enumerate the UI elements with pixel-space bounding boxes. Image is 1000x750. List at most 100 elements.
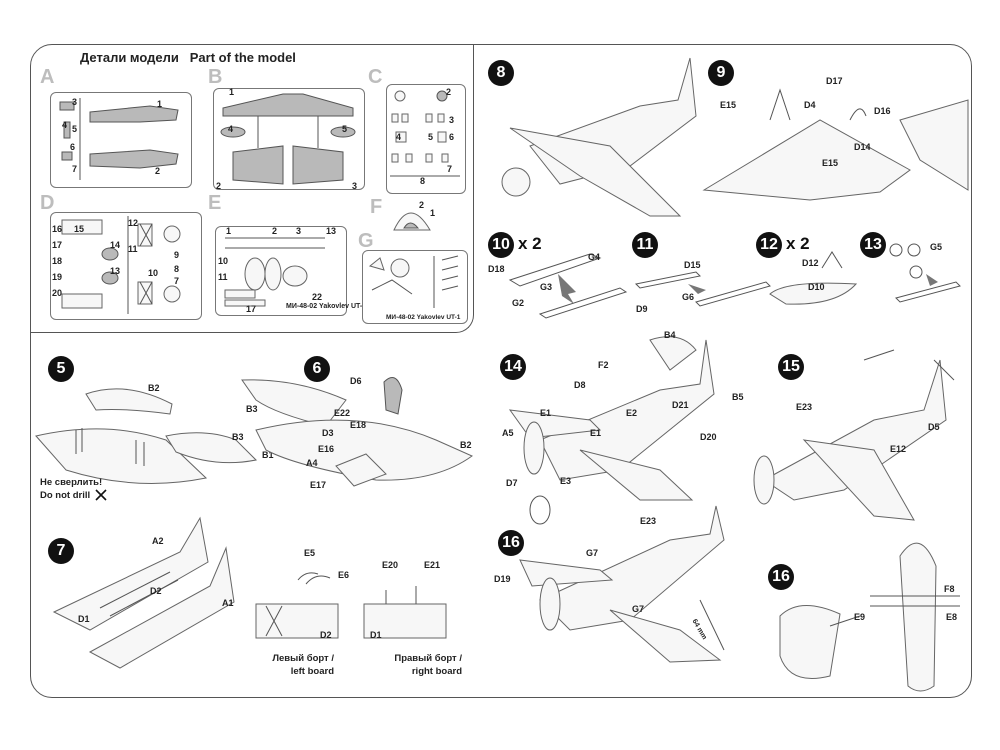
parts-panel xyxy=(30,44,474,333)
sprue-letter-g: G xyxy=(358,230,374,252)
sprue-g-parts xyxy=(368,255,459,308)
step-11-label-d9: D9 xyxy=(636,304,648,314)
step-16a-label-g7: G7 xyxy=(586,548,599,558)
sprue-b-label-4: 4 xyxy=(228,124,234,134)
step-9-label-e15: E15 xyxy=(720,100,737,110)
sprue-letter-b: B xyxy=(208,66,223,88)
step-6-label-d3: D3 xyxy=(322,428,334,438)
step-14-label-d21: D21 xyxy=(672,400,689,410)
step-16b-drawing xyxy=(779,542,960,692)
sprue-b-label-2: 2 xyxy=(216,181,222,191)
step-10-label-g4: G4 xyxy=(588,252,601,262)
step-6-label-b3: B3 xyxy=(246,404,258,414)
sprue-d-label-17: 17 xyxy=(52,240,63,250)
sprue-e-caption: МИ-48-02 Yakovlev UT-1 xyxy=(286,303,367,310)
sprue-d-label-14: 14 xyxy=(110,240,121,250)
step-5-note: Не сверлить! Do not drill xyxy=(40,476,102,502)
sprue-d-label-11: 11 xyxy=(128,244,138,254)
sprue-d-parts xyxy=(61,216,181,314)
sprue-d-label-20: 20 xyxy=(52,288,63,298)
step-16a-label-g7b: G7 xyxy=(632,604,645,614)
step-5-label-b2: B2 xyxy=(148,383,160,393)
step-15-label-e23: E23 xyxy=(796,402,813,412)
step-16b-label-e8: E8 xyxy=(946,612,958,622)
step-10-multiplier: x 2 xyxy=(518,234,542,253)
sprue-e-label-2: 2 xyxy=(272,226,278,236)
step-10-label-d18: D18 xyxy=(488,264,505,274)
sprue-c-label-8: 8 xyxy=(420,176,426,186)
sprue-f-part xyxy=(393,212,431,231)
sprue-c-parts xyxy=(390,90,460,177)
sprue-d-label-15: 15 xyxy=(74,224,85,234)
step-7-number: 7 xyxy=(48,538,74,564)
left-board-ru: Левый борт / xyxy=(272,653,334,664)
sprue-b-parts xyxy=(220,93,356,185)
step-6-label-b2: B2 xyxy=(460,440,472,450)
step-8-number: 8 xyxy=(488,60,514,86)
sprue-g-caption: МИ-48-02 Yakovlev UT-1 xyxy=(386,314,461,321)
step-6-label-e18: E18 xyxy=(350,420,367,430)
sprue-d-label-19: 19 xyxy=(52,272,63,282)
step-16a-number: 16 xyxy=(498,530,524,556)
step-5-note-ru: Не сверлить! xyxy=(40,477,103,488)
step-7-right-board: Правый борт / right board xyxy=(374,652,462,678)
sprue-d-label-13: 13 xyxy=(110,266,121,276)
sprue-d-label-16: 16 xyxy=(52,224,63,234)
step-10-number: 10 xyxy=(488,232,514,258)
step-13-drawing xyxy=(889,243,961,303)
step-14-label-e2: E2 xyxy=(626,408,638,418)
step-11-number: 11 xyxy=(632,232,658,258)
step-5-label-b3: B3 xyxy=(232,432,244,442)
step-7-label-d1-frame: D1 xyxy=(370,630,382,640)
title-ru: Детали модели xyxy=(80,50,179,65)
sprue-e-label-10: 10 xyxy=(218,256,229,266)
step-12-drawing xyxy=(769,251,858,305)
step-11-label-d15: D15 xyxy=(684,260,701,270)
sprue-a-parts xyxy=(59,98,179,180)
sprue-b-label-3: 3 xyxy=(352,181,358,191)
sprue-e-label-22: 22 xyxy=(312,292,323,302)
left-board-en: left board xyxy=(290,666,334,677)
step-7-label-e5: E5 xyxy=(304,548,316,558)
sprue-f-label-1: 1 xyxy=(430,208,436,218)
step-10-drawing xyxy=(508,253,628,319)
step-14-label-e1: E1 xyxy=(540,408,552,418)
sprue-a-label-4: 4 xyxy=(62,120,68,130)
step-7-label-d2: D2 xyxy=(150,586,162,596)
step-5-label-b1: B1 xyxy=(262,450,274,460)
sprue-letter-f: F xyxy=(370,196,383,218)
sprue-a-label-7: 7 xyxy=(72,164,78,174)
step-6-label-e22: E22 xyxy=(334,408,351,418)
step-14-label-d20: D20 xyxy=(700,432,717,442)
step-7-fuselage xyxy=(52,516,235,669)
step-7-label-d2-frame: D2 xyxy=(320,630,332,640)
step-13-label-g5: G5 xyxy=(930,242,943,252)
step-15-label-d5: D5 xyxy=(928,422,940,432)
step-9-label-d17: D17 xyxy=(826,76,843,86)
step-10-label-g3: G3 xyxy=(540,282,553,292)
sprue-letter-e: E xyxy=(208,192,222,214)
step-16b-label-f8: F8 xyxy=(944,584,955,594)
step-16b-label-e9: E9 xyxy=(854,612,866,622)
step-7-side-frames xyxy=(255,572,447,639)
step-9-label-d4: D4 xyxy=(804,100,816,110)
sprue-e-parts xyxy=(224,237,325,307)
step-16b-number: 16 xyxy=(768,564,794,590)
step-7-label-e21: E21 xyxy=(424,560,441,570)
sprue-d-label-9: 9 xyxy=(174,250,180,260)
sprue-e-label-3: 3 xyxy=(296,226,302,236)
step-15-label-e12: E12 xyxy=(890,444,907,454)
sprue-d-label-18: 18 xyxy=(52,256,63,266)
step-5-drawing xyxy=(35,388,258,484)
sprue-d-label-10: 10 xyxy=(148,268,159,278)
right-board-ru: Правый борт / xyxy=(394,653,462,664)
step-16a-label-e23: E23 xyxy=(640,516,657,526)
sprue-a-label-2: 2 xyxy=(155,166,161,176)
sprue-e-label-17: 17 xyxy=(246,304,257,314)
step-6-label-a4: A4 xyxy=(306,458,318,468)
step-9-label-d16: D16 xyxy=(874,106,891,116)
step-6-label-e16: E16 xyxy=(318,444,335,454)
step-14-number: 14 xyxy=(500,354,526,380)
step-6-label-e17: E17 xyxy=(310,480,327,490)
sprue-a-label-5: 5 xyxy=(72,124,78,134)
